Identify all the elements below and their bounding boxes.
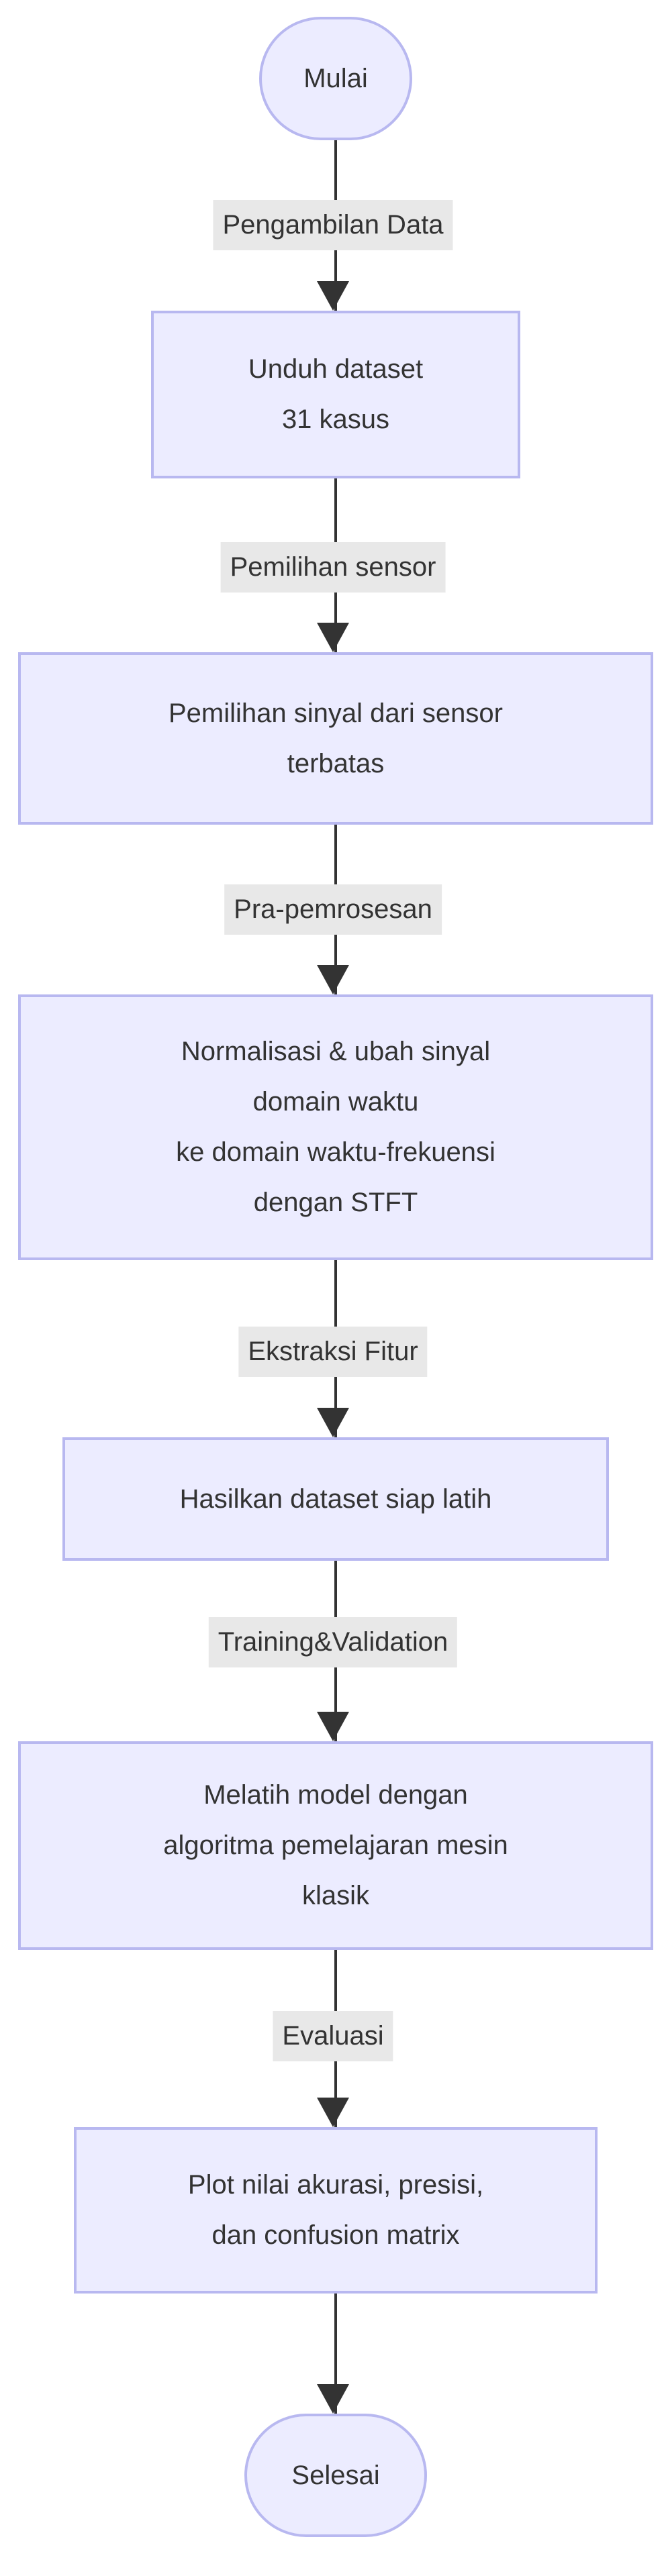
edge-line-plot-end xyxy=(334,2292,337,2414)
node-melatih-model: Melatih model dengan algoritma pemelajar… xyxy=(18,1741,653,1950)
arrowhead-icon xyxy=(317,1712,349,1741)
arrowhead-icon xyxy=(317,965,349,994)
edge-label-pra-pemrosesan: Pra-pemrosesan xyxy=(224,884,442,935)
node-pemilihan-sinyal: Pemilihan sinyal dari sensor terbatas xyxy=(18,652,653,825)
node-plot-evaluasi-label: Plot nilai akurasi, presisi, dan confusi… xyxy=(187,2170,484,2250)
node-unduh-dataset-label: Unduh dataset 31 kasus xyxy=(248,354,424,434)
node-unduh-dataset: Unduh dataset 31 kasus xyxy=(151,311,520,478)
node-hasilkan-dataset-label: Hasilkan dataset siap latih xyxy=(179,1484,492,1514)
arrowhead-icon xyxy=(317,1408,349,1437)
node-pemilihan-sinyal-label: Pemilihan sinyal dari sensor terbatas xyxy=(168,698,503,778)
node-normalisasi-stft: Normalisasi & ubah sinyal domain waktu k… xyxy=(18,994,653,1260)
edge-label-ekstraksi-fitur: Ekstraksi Fitur xyxy=(238,1327,428,1377)
edge-label-training-validation: Training&Validation xyxy=(208,1617,458,1667)
node-melatih-model-label: Melatih model dengan algoritma pemelajar… xyxy=(163,1780,508,1910)
node-hasilkan-dataset: Hasilkan dataset siap latih xyxy=(62,1437,609,1561)
arrowhead-icon xyxy=(317,2098,349,2127)
node-mulai: Mulai xyxy=(259,17,412,140)
arrowhead-icon xyxy=(317,623,349,652)
edge-label-evaluasi: Evaluasi xyxy=(273,2011,393,2061)
edge-label-pengambilan-data: Pengambilan Data xyxy=(213,200,453,250)
node-normalisasi-stft-label: Normalisasi & ubah sinyal domain waktu k… xyxy=(176,1037,495,1217)
node-selesai: Selesai xyxy=(244,2414,427,2537)
node-mulai-label: Mulai xyxy=(303,63,368,93)
node-plot-evaluasi: Plot nilai akurasi, presisi, dan confusi… xyxy=(74,2127,598,2294)
node-selesai-label: Selesai xyxy=(291,2460,380,2490)
arrowhead-icon xyxy=(317,281,349,311)
arrowhead-icon xyxy=(317,2384,349,2414)
edge-label-pemilihan-sensor: Pemilihan sensor xyxy=(220,542,446,593)
